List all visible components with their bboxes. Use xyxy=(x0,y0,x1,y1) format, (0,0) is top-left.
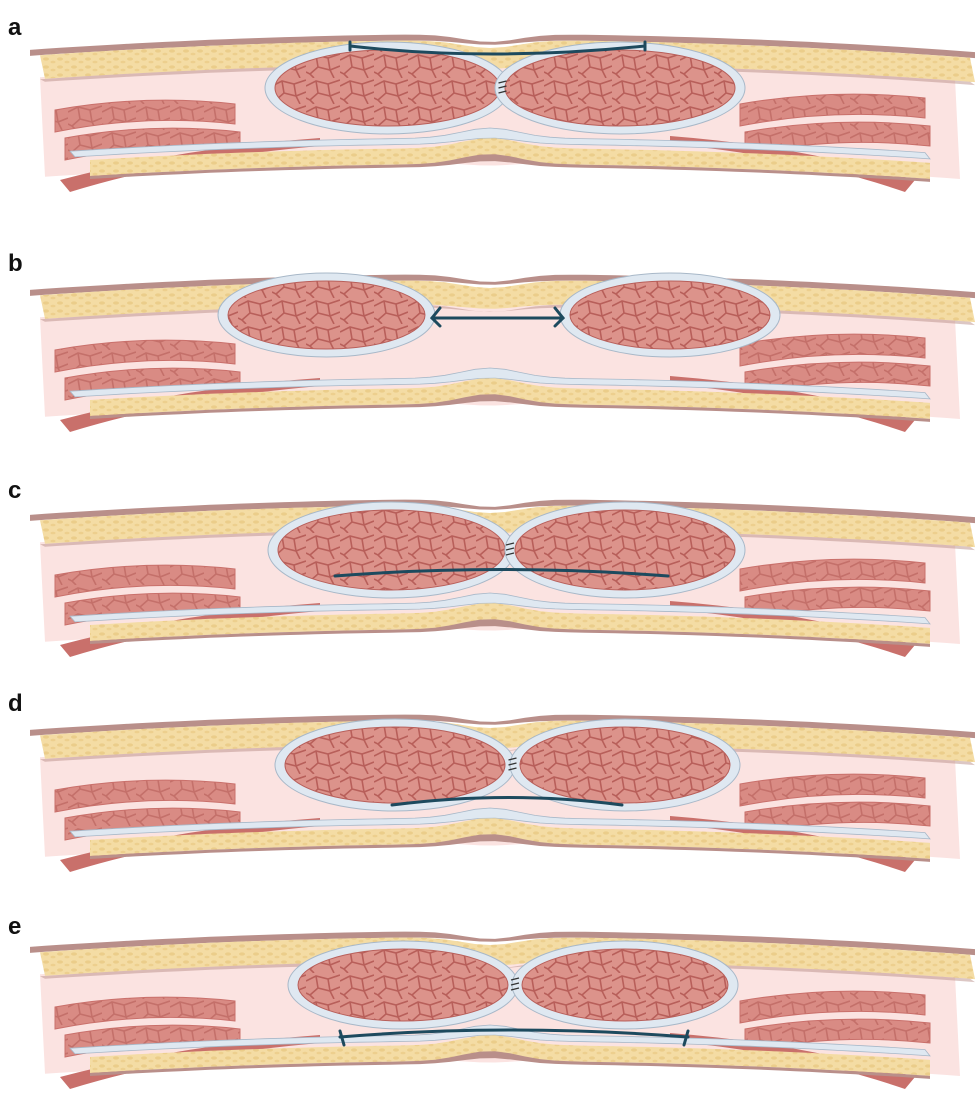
cross-section-svg xyxy=(0,895,975,1095)
panel-label-a: a xyxy=(8,14,21,42)
panel-label-c: c xyxy=(8,477,21,505)
panel-a: a xyxy=(0,0,975,205)
rectus-muscle-right xyxy=(515,510,735,590)
cross-section-svg xyxy=(0,220,975,445)
rectus-muscle-right xyxy=(505,50,735,126)
panel-label-e: e xyxy=(8,913,21,941)
rectus-muscle-left xyxy=(285,727,505,803)
rectus-muscle-right xyxy=(520,727,730,803)
rectus-muscle-right xyxy=(570,281,770,349)
panel-e: e xyxy=(0,895,975,1095)
cross-section-svg xyxy=(0,455,975,665)
rectus-muscle-left xyxy=(298,949,508,1021)
rectus-muscle-right xyxy=(522,949,728,1021)
panel-label-b: b xyxy=(8,250,23,278)
cross-section-svg xyxy=(0,0,975,205)
panel-b: b xyxy=(0,220,975,445)
panel-label-d: d xyxy=(8,690,23,718)
rectus-muscle-left xyxy=(275,50,500,126)
rectus-muscle-left xyxy=(278,510,505,590)
panel-c: c xyxy=(0,455,975,665)
cross-section-svg xyxy=(0,670,975,875)
rectus-muscle-left xyxy=(228,281,425,349)
panel-d: d xyxy=(0,670,975,875)
